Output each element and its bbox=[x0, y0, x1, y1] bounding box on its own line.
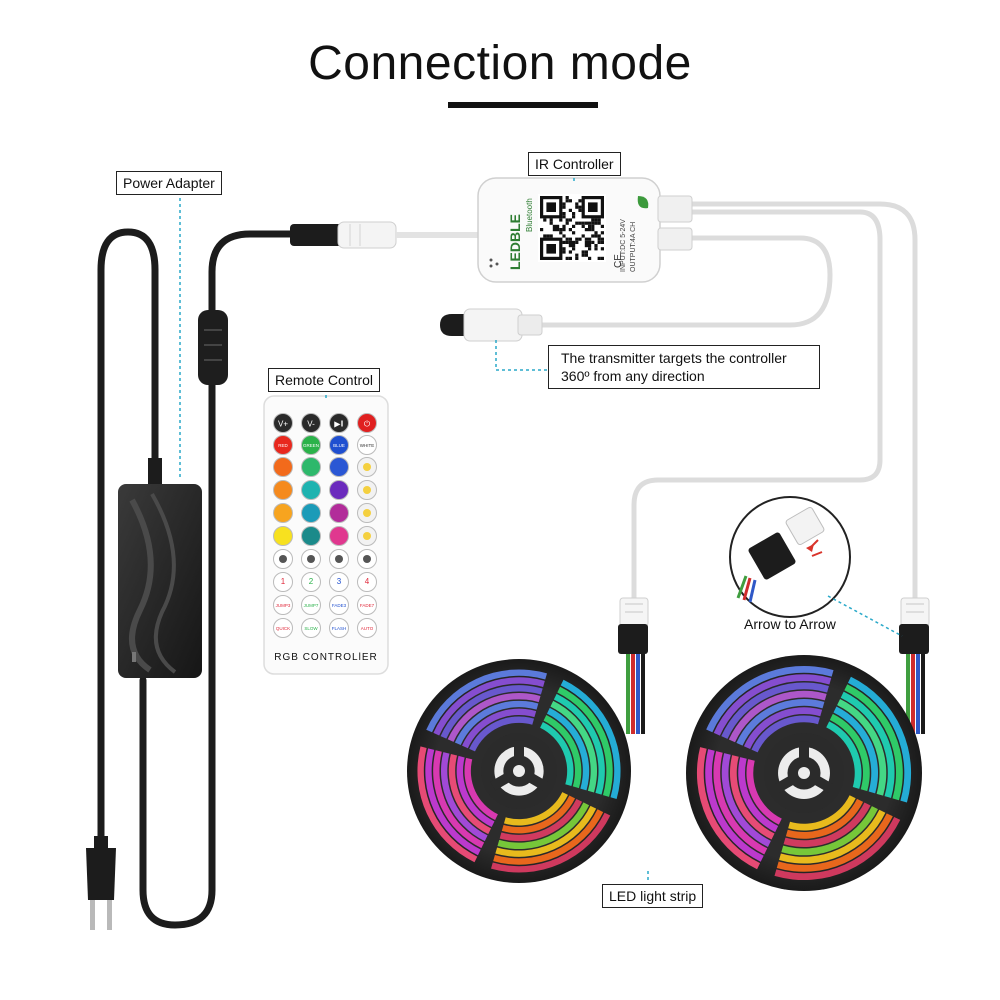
remote-button-label: FADE3 bbox=[332, 603, 347, 608]
remote-button-label: ⏻ bbox=[364, 420, 371, 429]
remote-button bbox=[274, 458, 293, 477]
remote-button-label: QUICK bbox=[276, 626, 290, 631]
remote-button bbox=[330, 481, 349, 500]
remote-control-label: Remote Control bbox=[268, 368, 380, 392]
arrow-to-arrow-label: Arrow to Arrow bbox=[744, 616, 836, 632]
svg-text:CE: CE bbox=[613, 254, 624, 268]
transmitter-callout: The transmitter targets the controller 3… bbox=[548, 345, 820, 389]
remote-button bbox=[274, 527, 293, 546]
transmitter-line-2: 360º from any direction bbox=[561, 367, 807, 385]
ferrite-bead bbox=[198, 310, 228, 385]
remote-button-label: 2 bbox=[309, 577, 314, 586]
remote-button-label: JUMP3 bbox=[276, 603, 291, 608]
remote-button bbox=[330, 458, 349, 477]
remote-button bbox=[274, 481, 293, 500]
remote-button-label: GREEN bbox=[303, 443, 319, 448]
remote-button-label: 1 bbox=[281, 577, 286, 586]
controller-model: Bluetooth bbox=[525, 198, 534, 232]
remote-button bbox=[330, 527, 349, 546]
remote-button-label: BLUE bbox=[333, 443, 345, 448]
remote-button-label: AUTO bbox=[361, 626, 374, 631]
power-adapter bbox=[118, 458, 202, 678]
ir-receiver bbox=[440, 309, 542, 341]
remote-button-label: 4 bbox=[365, 577, 370, 586]
remote-footer: RGB CONTROLlER bbox=[274, 652, 377, 663]
remote-button bbox=[302, 504, 321, 523]
remote-button bbox=[302, 458, 321, 477]
qr-code bbox=[538, 194, 606, 262]
power-adapter-label: Power Adapter bbox=[116, 171, 222, 195]
remote-button-label: JUMP7 bbox=[304, 603, 319, 608]
arrow-detail bbox=[730, 497, 850, 617]
ir-controller: LEDBLE Bluetooth INPUT:DC 5-24V OUTPUT:4… bbox=[478, 178, 692, 282]
remote-button-label: FLASH bbox=[332, 626, 347, 631]
remote-button bbox=[302, 481, 321, 500]
transmitter-line-1: The transmitter targets the controller bbox=[561, 349, 807, 367]
led-reel-right bbox=[686, 655, 922, 891]
remote-button-label: V+ bbox=[278, 420, 288, 429]
remote-button-label: ▶‖ bbox=[334, 420, 343, 429]
left-strip-connector bbox=[618, 598, 648, 734]
led-reel-left bbox=[407, 659, 631, 883]
controller-brand: LEDBLE bbox=[507, 214, 523, 270]
remote-button-label: 3 bbox=[337, 577, 342, 586]
remote-button bbox=[302, 527, 321, 546]
remote-button-label: V- bbox=[307, 420, 315, 429]
led-light-strip-label: LED light strip bbox=[602, 884, 703, 908]
dc-plug bbox=[290, 222, 480, 248]
remote-button-label: SLOW bbox=[304, 626, 318, 631]
wall-plug bbox=[86, 836, 116, 930]
remote-button bbox=[330, 504, 349, 523]
ir-controller-label: IR Controller bbox=[528, 152, 621, 176]
controller-spec-2: OUTPUT:4A CH bbox=[630, 222, 637, 272]
remote-button-label: RED bbox=[278, 443, 288, 448]
remote-button-label: WHITE bbox=[360, 443, 375, 448]
remote-button bbox=[274, 504, 293, 523]
remote-button-label: FADE7 bbox=[360, 603, 375, 608]
